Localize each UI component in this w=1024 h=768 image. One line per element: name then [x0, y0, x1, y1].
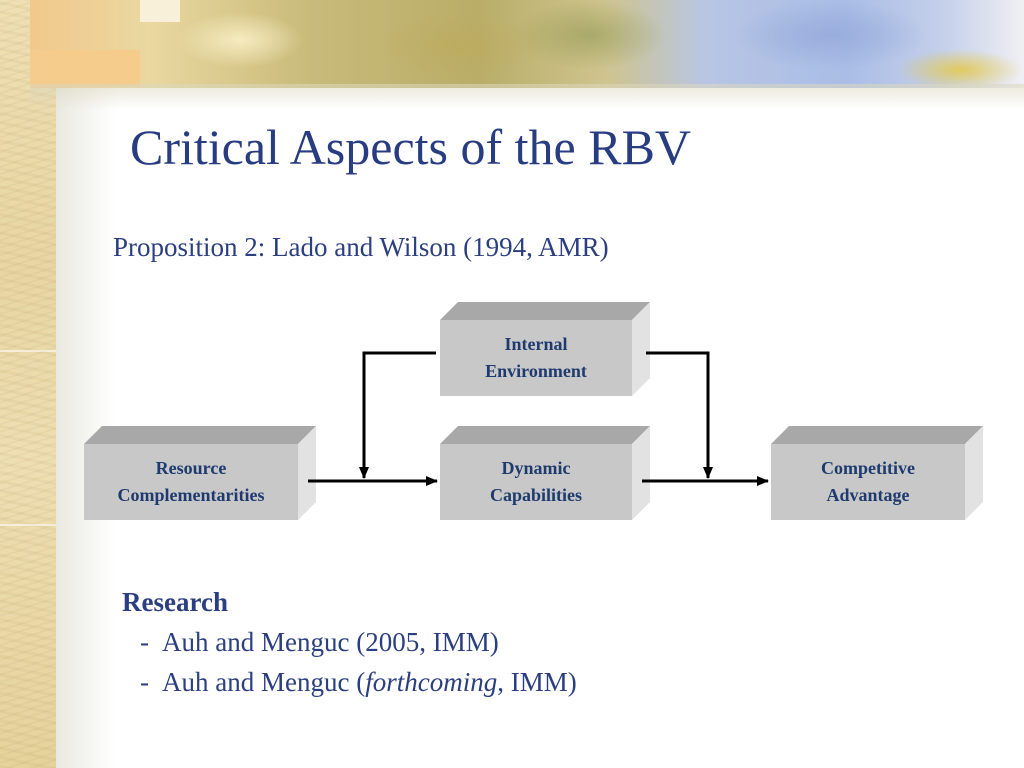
parchment-left-strip [0, 0, 56, 768]
label-competitive-advantage: Competitive Advantage [821, 458, 915, 505]
research-item: -Auh and Menguc (2005, IMM) [122, 622, 577, 662]
label-dynamic-capabilities: Dynamic Capabilities [489, 458, 582, 505]
research-heading: Research [122, 587, 228, 617]
label-internal-environment: Internal Environment [485, 334, 587, 381]
research-section: Research -Auh and Menguc (2005, IMM) -Au… [122, 582, 577, 702]
page-title: Critical Aspects of the RBV [130, 119, 692, 175]
top-band-fade [30, 84, 1024, 110]
list-dash: - [140, 627, 149, 657]
strip-seam [0, 524, 56, 526]
decorative-top-band [30, 0, 1024, 88]
left-shade [56, 80, 116, 768]
research-item-italic: forthcoming [365, 667, 498, 697]
research-item-text: Auh and Menguc (2005, IMM) [162, 627, 499, 657]
list-dash: - [140, 667, 149, 697]
proposition-text: Proposition 2: Lado and Wilson (1994, AM… [113, 232, 609, 262]
research-item-suffix: , IMM) [497, 667, 577, 697]
research-item-prefix: Auh and Menguc ( [162, 667, 366, 697]
label-resource-complementarities: Resource Complementarities [117, 458, 265, 505]
decorative-pale-block [140, 0, 180, 22]
research-item: -Auh and Menguc (forthcoming, IMM) [122, 662, 577, 702]
strip-seam [0, 350, 56, 352]
decorative-corner-block [30, 50, 140, 86]
